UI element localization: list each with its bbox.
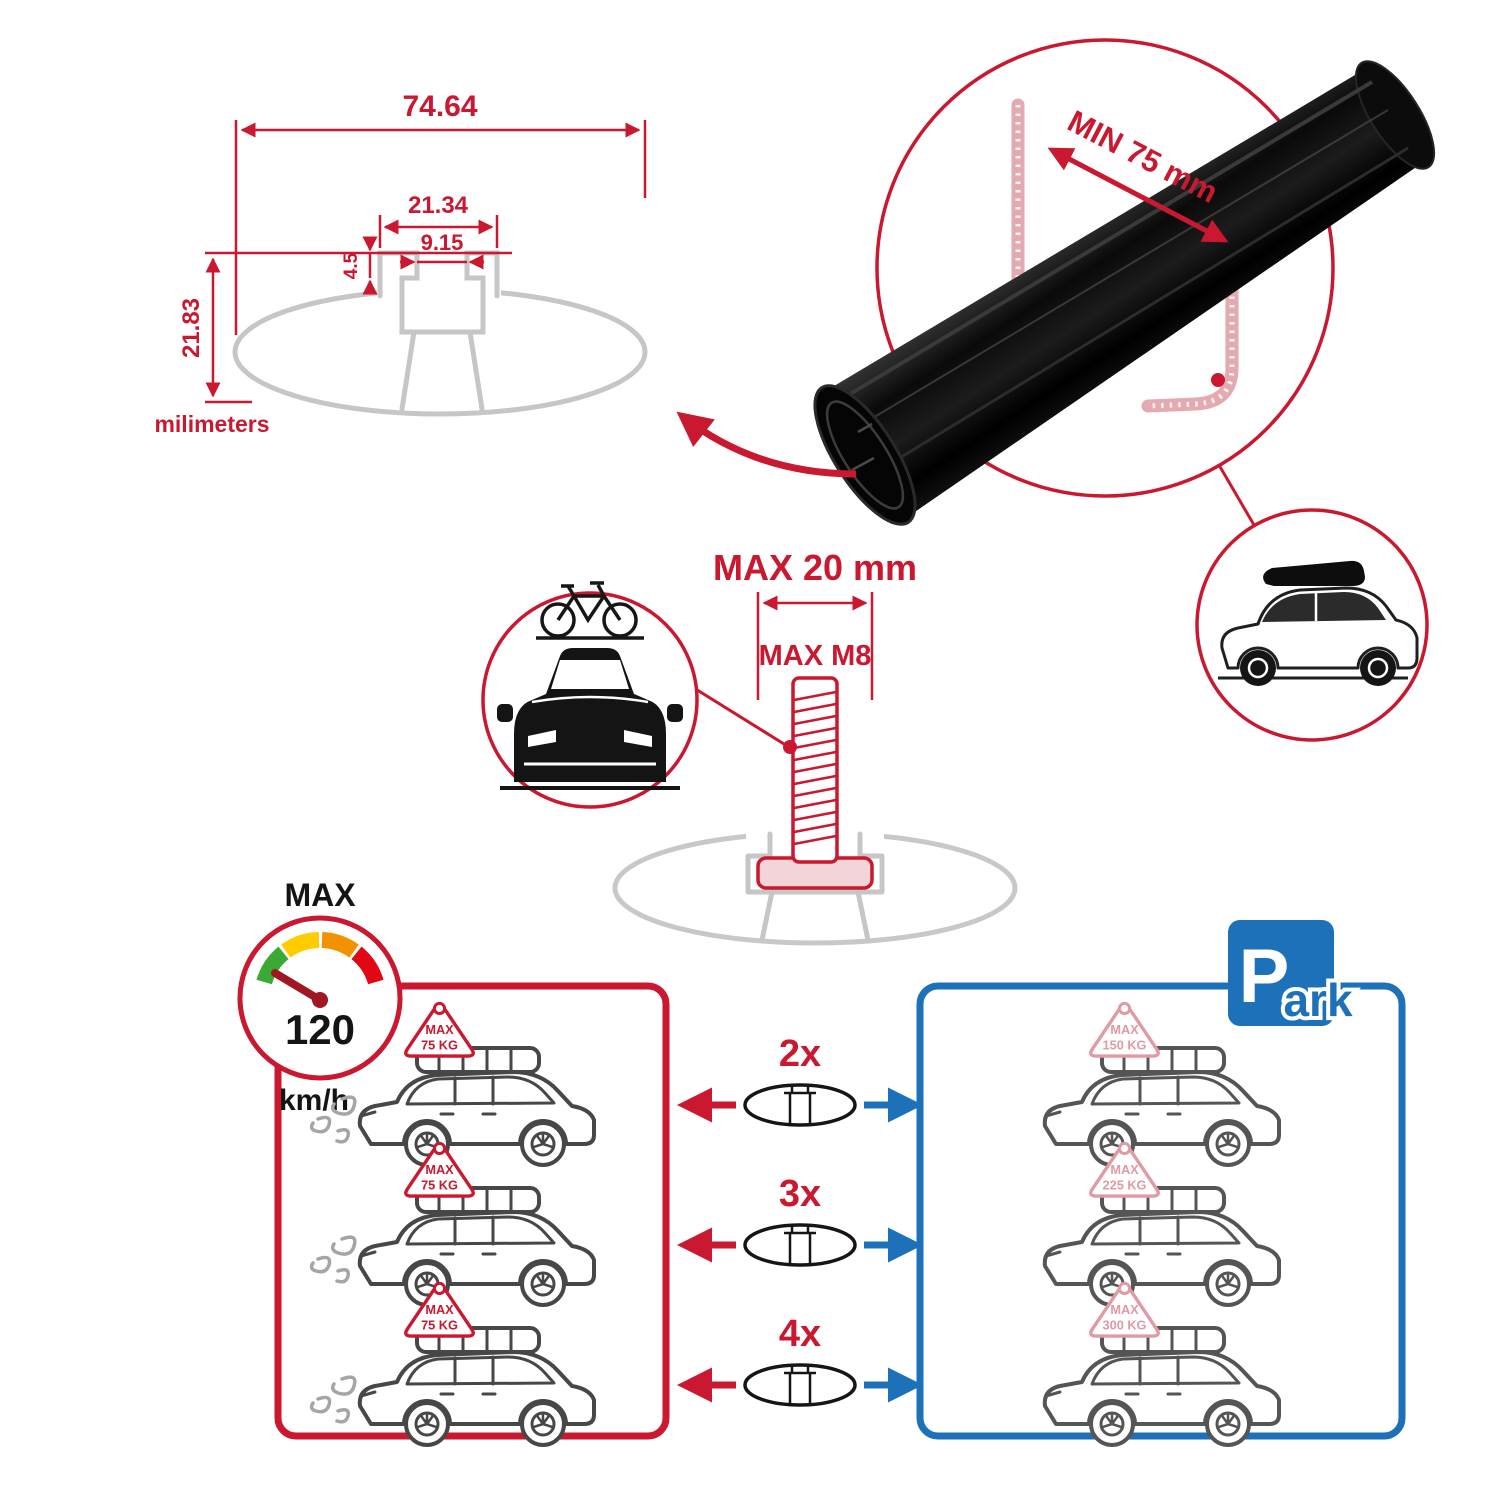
gauge-arc-yellow: [281, 932, 320, 958]
gauge-arc-red: [351, 946, 384, 985]
bar-count-column: 2x 3x 4x: [677, 1033, 923, 1407]
motion-smoke: [309, 1375, 357, 1424]
tag-load: 225 KG: [1103, 1177, 1147, 1192]
tag-title: MAX: [1110, 1022, 1139, 1037]
multiplier-label: 4x: [779, 1313, 821, 1355]
multiplier-label: 3x: [779, 1173, 821, 1215]
tag-title: MAX: [425, 1022, 454, 1037]
park-sign-suffix: ark: [1283, 974, 1352, 1026]
park-sign: P ark: [1228, 920, 1357, 1030]
multiplier-label: 2x: [779, 1033, 821, 1075]
crossbar-profile-icon: [743, 1223, 857, 1267]
circle-connector: [1217, 464, 1256, 526]
bike-car-circle: [481, 581, 699, 809]
load-tag: MAX 75 KG: [404, 1141, 475, 1198]
car-right-3: [1042, 1326, 1281, 1447]
tag-load: 75 KG: [421, 1037, 458, 1052]
bolt-callout-dot: [783, 740, 797, 754]
dim-flange-width: 21.34: [408, 192, 469, 219]
min-span-arrow: [1047, 147, 1229, 243]
bolt-max-thread-label: MAX M8: [759, 640, 872, 672]
load-tag: MAX 300 KG: [1089, 1281, 1160, 1338]
load-tag: MAX 225 KG: [1089, 1141, 1160, 1198]
bicycle-icon: [536, 581, 644, 640]
motion-smoke: [309, 1235, 357, 1284]
t-slot-stem: [399, 329, 485, 412]
bolt-diagram: MAX 20 mm MAX M8: [481, 547, 1018, 946]
crossbar-profile-icon: [743, 1363, 857, 1407]
t-bolt: [756, 676, 874, 890]
bolt-shaft: [791, 676, 839, 864]
gauge-arc-green: [256, 946, 289, 985]
park-panel-cars: MAX 150 KG MAX 225 KG MAX 300 KG: [1042, 1001, 1281, 1447]
cross-section-diagram: 74.64 21.34 9.15 4.5 21.83 milimeters: [154, 90, 648, 437]
car-left-2: [357, 1186, 596, 1307]
bar-detail: MIN 75 mm: [676, 38, 1436, 742]
bolt-connector: [693, 686, 785, 746]
unit-label: milimeters: [154, 411, 269, 437]
tag-title: MAX: [425, 1302, 454, 1317]
load-tag: MAX 75 KG: [404, 1001, 475, 1058]
magnifier-circle: [875, 38, 1335, 498]
car-right-1: [1042, 1046, 1281, 1167]
tag-title: MAX: [425, 1162, 454, 1177]
load-tag: MAX 75 KG: [404, 1281, 475, 1338]
callout-dot: [1211, 373, 1225, 387]
car-front-icon: [497, 648, 683, 782]
park-sign-letter: P: [1239, 934, 1290, 1019]
gauge-arc-orange: [321, 932, 359, 958]
tag-load: 150 KG: [1103, 1037, 1147, 1052]
dim-slot-width: 9.15: [421, 230, 464, 255]
zoom-arrow: [676, 411, 857, 478]
park-panel: [916, 982, 1406, 1440]
tag-title: MAX: [1110, 1302, 1139, 1317]
profile-ellipse: [232, 287, 648, 417]
crossbar-profile-icon: [743, 1083, 857, 1127]
tag-title: MAX: [1110, 1162, 1139, 1177]
bolt-max-width-label: MAX 20 mm: [713, 547, 917, 588]
crossbar-3d: [813, 60, 1436, 526]
tag-load: 75 KG: [421, 1317, 458, 1332]
speed-panel-cars: MAX 75 KG MAX 75 KG MAX 75 KG: [309, 1001, 596, 1447]
speed-gauge: MAX 120 km/h: [237, 877, 403, 1117]
tag-load: 75 KG: [421, 1177, 458, 1192]
car-right-2: [1042, 1186, 1281, 1307]
car-left-1: [357, 1046, 596, 1167]
min-span-label: MIN 75 mm: [1062, 103, 1223, 210]
dim-lip-height: 4.5: [341, 252, 362, 279]
gauge-needle: [271, 969, 324, 1004]
tag-load: 300 KG: [1103, 1317, 1147, 1332]
load-tag: MAX 150 KG: [1089, 1001, 1160, 1058]
dim-height-total: 21.83: [178, 298, 205, 358]
gauge-title: MAX: [284, 877, 356, 913]
car-left-3: [357, 1326, 596, 1447]
gauge-speed: 120: [285, 1006, 355, 1053]
bolt-threads: [793, 690, 837, 846]
speed-panel: [274, 982, 670, 1440]
suv-roofbox-circle: [1195, 508, 1429, 742]
roof-box: [1263, 560, 1365, 586]
dim-width-total: 74.64: [402, 90, 477, 123]
